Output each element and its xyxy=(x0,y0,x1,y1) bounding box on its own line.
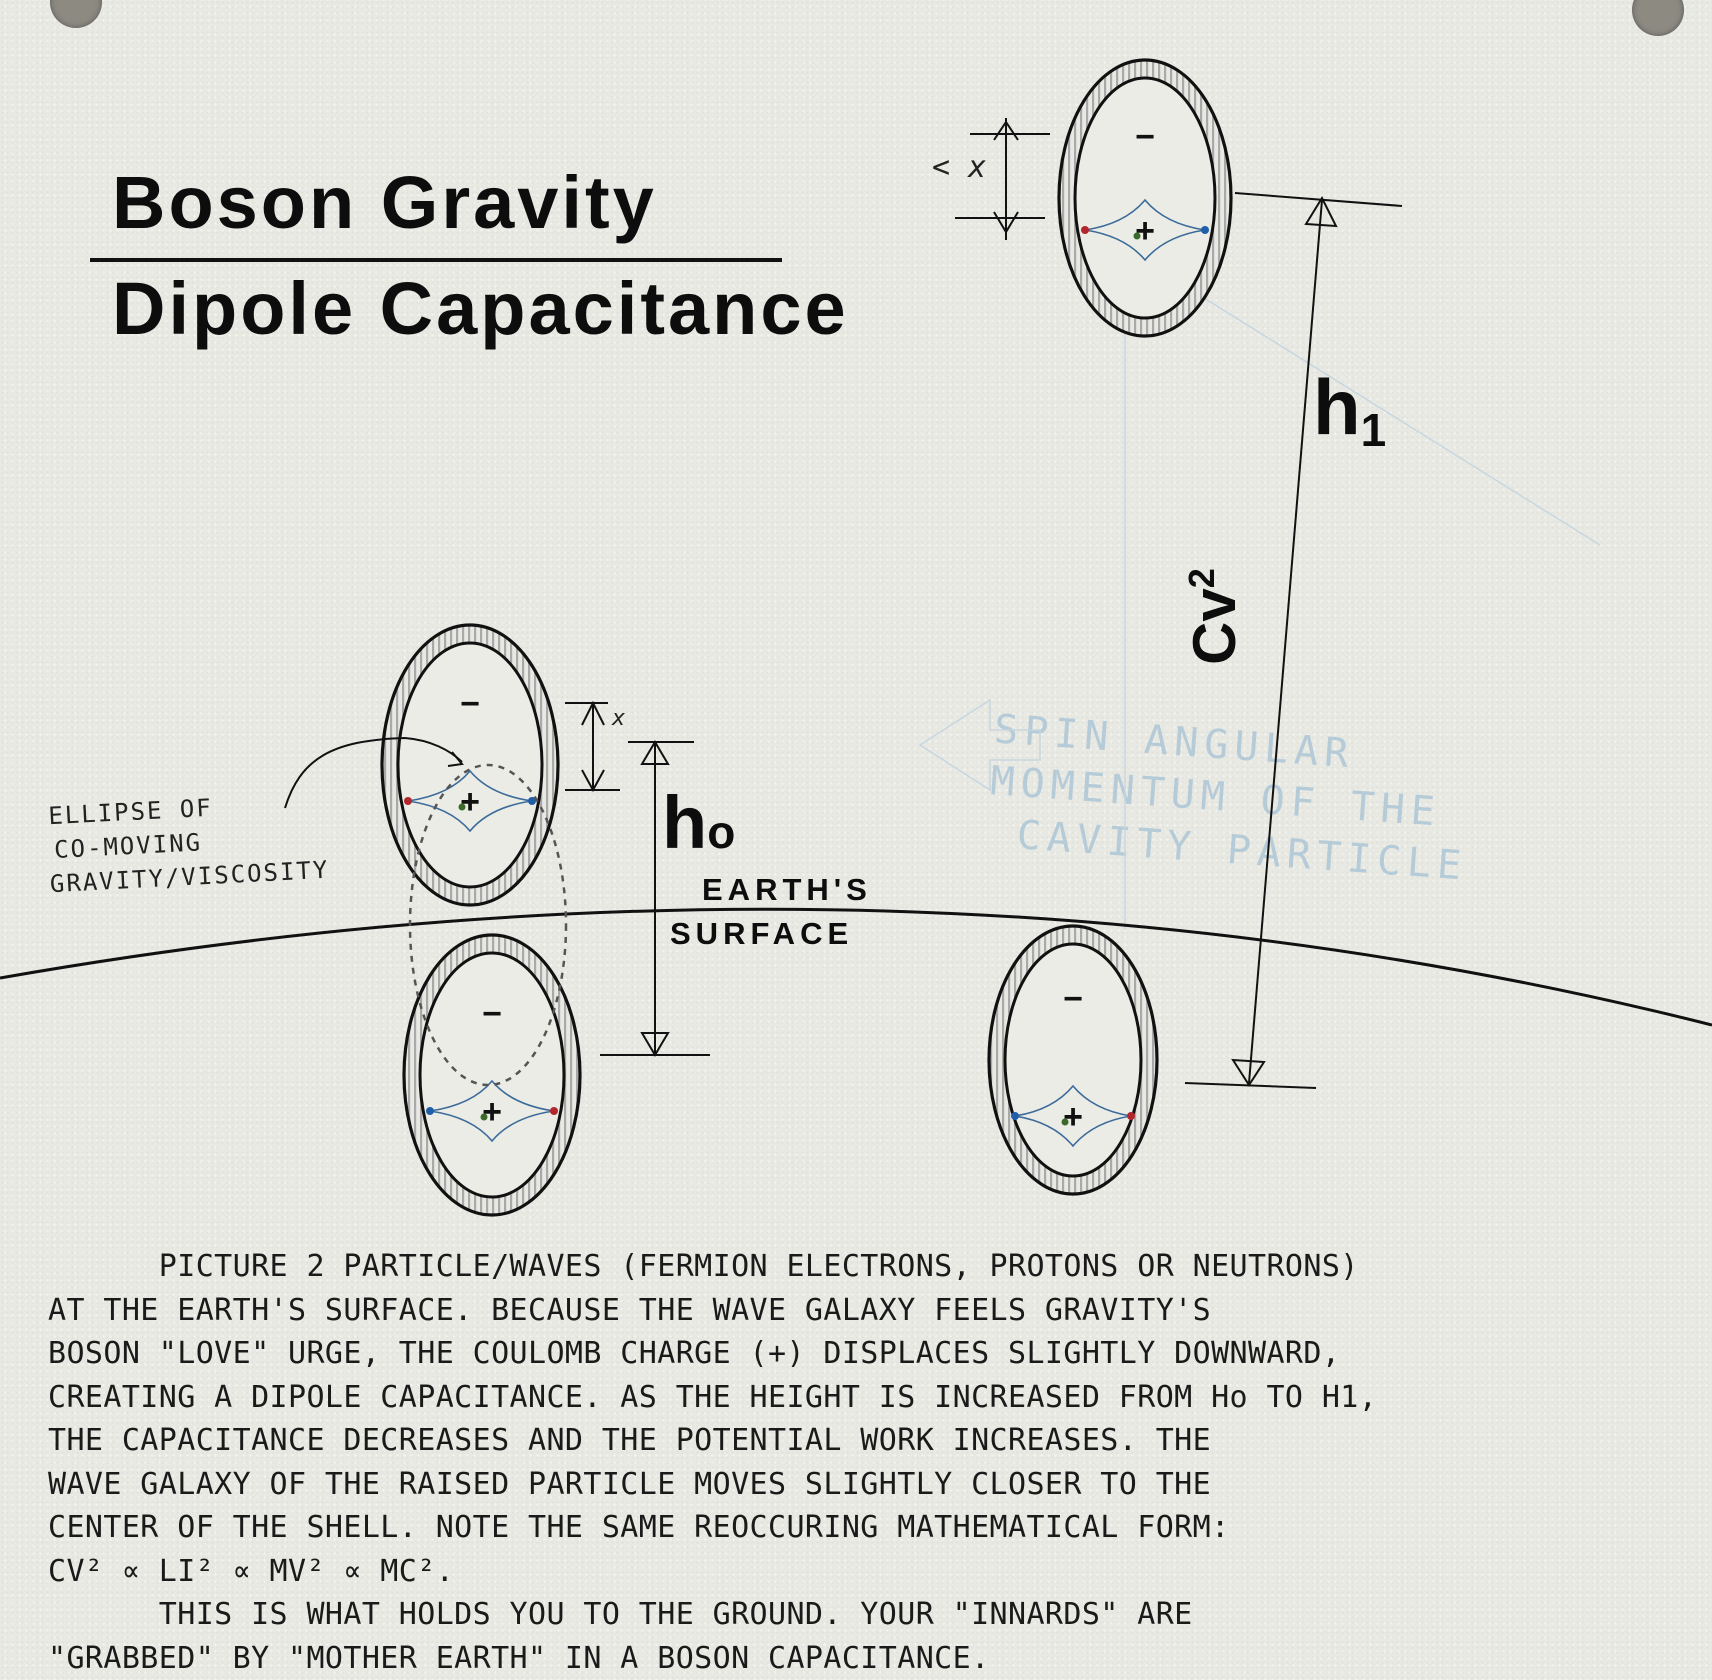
caption-paragraph: PICTURE 2 PARTICLE/WAVES (FERMION ELECTR… xyxy=(48,1245,1698,1680)
caption-line-10: "GRABBED" BY "MOTHER EARTH" IN A BOSON C… xyxy=(48,1640,990,1676)
h1-main: h xyxy=(1313,363,1361,451)
earth-surface-curve xyxy=(0,907,1712,1027)
charge-dot-center xyxy=(458,803,466,811)
particle-surface-upper: −+ xyxy=(380,623,560,907)
caption-line-4: CREATING A DIPOLE CAPACITANCE. AS THE HE… xyxy=(48,1379,1378,1415)
charge-dot-center xyxy=(1133,232,1141,240)
minus-sign: − xyxy=(1135,118,1155,156)
particle-raised: −+ xyxy=(1057,58,1233,338)
caption-line-6: WAVE GALAXY OF THE RAISED PARTICLE MOVES… xyxy=(48,1466,1212,1502)
h1-sub: 1 xyxy=(1360,404,1387,456)
caption-line-1: PICTURE 2 PARTICLE/WAVES (FERMION ELECTR… xyxy=(48,1249,1359,1284)
h0-sub: o xyxy=(707,806,736,858)
inner-shell xyxy=(396,641,544,889)
x-label-top: < x xyxy=(932,150,987,185)
caption-line-9: THIS IS WHAT HOLDS YOU TO THE GROUND. YO… xyxy=(48,1597,1193,1632)
title-rule xyxy=(90,258,782,262)
ellipse-note: ELLIPSE OF CO-MOVING GRAVITY/VISCOSITY xyxy=(46,785,331,901)
charge-dot-left xyxy=(426,1107,434,1115)
h0-main: h xyxy=(662,781,708,864)
cv2-sup: 2 xyxy=(1181,568,1222,589)
particles: −+−+−+−+ xyxy=(380,58,1233,1217)
charge-dot-right xyxy=(550,1107,558,1115)
minus-sign: − xyxy=(482,995,502,1033)
caption-line-5: THE CAPACITANCE DECREASES AND THE POTENT… xyxy=(48,1423,1212,1458)
caption-line-8: CV² ∝ LI² ∝ MV² ∝ MC². xyxy=(48,1553,455,1589)
charge-dot-left xyxy=(1011,1112,1019,1120)
inner-shell xyxy=(1003,942,1143,1178)
minus-sign: − xyxy=(1063,980,1083,1018)
plus-sign: + xyxy=(1063,1098,1083,1136)
inner-shell xyxy=(1073,76,1217,320)
h1-dimension xyxy=(1184,192,1403,1089)
ellipse-note-leader xyxy=(284,736,463,809)
caption-line-3: BOSON "LOVE" URGE, THE COULOMB CHARGE (+… xyxy=(48,1336,1341,1371)
title-line2: Dipole Capacitance xyxy=(112,267,849,350)
h1-label: h1 xyxy=(1313,362,1387,456)
x-bracket-top xyxy=(955,118,1050,240)
plus-sign: + xyxy=(1135,212,1155,250)
inner-shell xyxy=(418,951,566,1199)
earth-surface-label: EARTH'S SURFACE xyxy=(670,868,872,956)
minus-sign: − xyxy=(460,685,480,723)
earth-line1: EARTH'S xyxy=(702,872,872,907)
pencil-guides xyxy=(918,229,1601,930)
earth-line2: SURFACE xyxy=(670,916,854,951)
particle-ground-right: −+ xyxy=(987,924,1159,1196)
h0-dimension xyxy=(565,700,710,1057)
plus-sign: + xyxy=(482,1093,502,1131)
title-line1: Boson Gravity xyxy=(112,161,657,244)
charge-dot-center xyxy=(1061,1118,1069,1126)
charge-dot-right xyxy=(528,797,536,805)
particle-surface-lower: −+ xyxy=(402,933,582,1217)
charge-dot-center xyxy=(480,1113,488,1121)
cv2-main: Cv xyxy=(1181,588,1248,665)
cv2-label: Cv2 xyxy=(1180,568,1249,665)
charge-dot-left xyxy=(1081,226,1089,234)
charge-dot-right xyxy=(1127,1112,1135,1120)
x-label-left: x xyxy=(612,706,626,731)
charge-dot-left xyxy=(404,797,412,805)
caption-line-2: AT THE EARTH'S SURFACE. BECAUSE THE WAVE… xyxy=(48,1292,1212,1328)
charge-dot-right xyxy=(1201,226,1209,234)
h0-label: ho xyxy=(662,780,735,865)
caption-line-7: CENTER OF THE SHELL. NOTE THE SAME REOCC… xyxy=(48,1510,1230,1545)
co-moving-ellipse xyxy=(408,763,568,1087)
plus-sign: + xyxy=(460,783,480,821)
